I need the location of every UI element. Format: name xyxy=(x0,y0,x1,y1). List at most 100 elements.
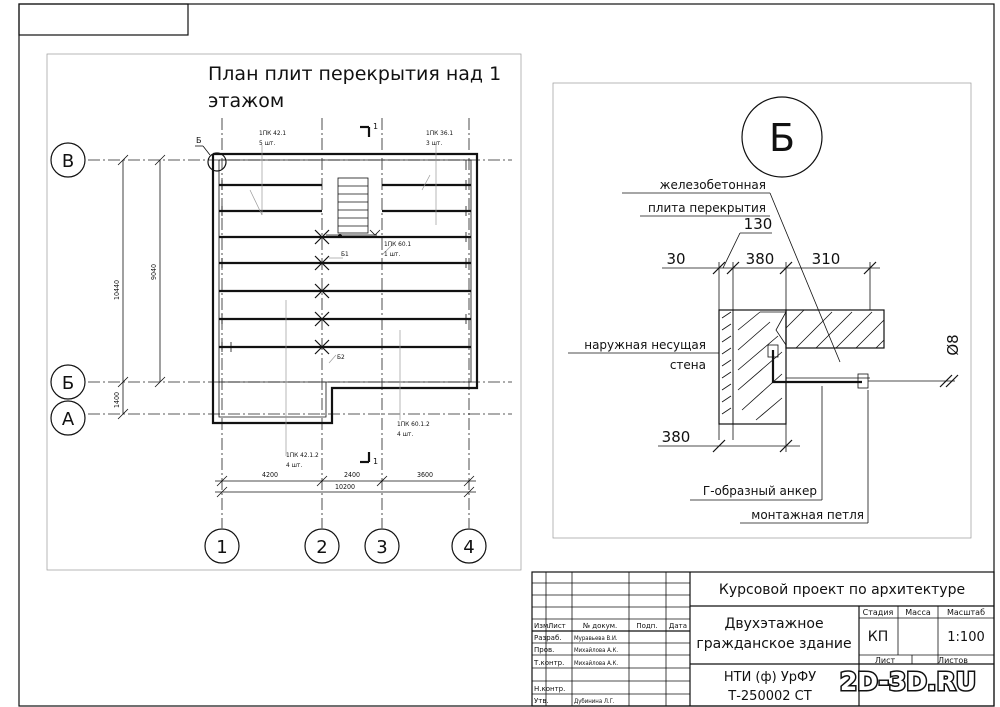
svg-text:2: 2 xyxy=(316,537,327,558)
sheet-frame xyxy=(18,3,995,707)
tb-row-nkontr: Н.контр. xyxy=(534,685,565,693)
axis-bubble-1: 1 xyxy=(204,528,240,564)
title-block xyxy=(531,571,995,707)
svg-text:10440: 10440 xyxy=(113,280,121,300)
svg-text:1400: 1400 xyxy=(113,392,121,408)
dim-310: 310 xyxy=(812,250,841,268)
tb-building-1: Двухэтажное xyxy=(724,616,823,632)
plan-title-line2: этажом xyxy=(208,90,284,112)
cross-marks xyxy=(314,229,342,355)
tb-col-sign: Подп. xyxy=(636,622,657,630)
mark-b1: Б1 xyxy=(341,250,349,258)
watermark-logo: 2D-3D.RU xyxy=(838,666,977,698)
wall-section xyxy=(718,309,787,425)
tb-row-tkontr: Т.контр. xyxy=(533,659,564,667)
tb-sheets-h: Листов xyxy=(938,656,968,665)
slab-section xyxy=(785,309,885,379)
tb-name-utv: Дубинина Л.Г. xyxy=(574,698,615,705)
label-pk60-2-qty: 4 шт. xyxy=(397,430,413,438)
axis-bubble-a: А xyxy=(50,400,86,436)
dim-380-top: 380 xyxy=(746,250,775,268)
dim-30: 30 xyxy=(666,250,685,268)
tb-org: НТИ (ф) УрФУ xyxy=(724,670,816,685)
axis-bubble-4: 4 xyxy=(451,528,487,564)
label-wall-1: наружная несущая xyxy=(584,338,706,352)
section-mark-bottom: 1 xyxy=(360,452,378,466)
svg-text:4200: 4200 xyxy=(262,471,278,479)
detail-dims-top: 30 380 310 xyxy=(662,250,880,440)
svg-text:В: В xyxy=(62,151,74,172)
svg-text:3600: 3600 xyxy=(417,471,433,479)
tb-name-prov: Михайлова А.К. xyxy=(574,647,618,654)
tb-name-tkontr: Михайлова А.К. xyxy=(574,660,618,667)
svg-text:1: 1 xyxy=(373,457,378,466)
tb-code: Т-250002 СТ xyxy=(727,689,811,704)
label-pk60-2: 1ПК 60.1.2 xyxy=(397,420,430,428)
label-slab-2: плита перекрытия xyxy=(648,201,766,215)
tb-scale-v: 1:100 xyxy=(947,630,984,645)
tb-col-list: Лист xyxy=(548,622,566,630)
tb-row-prov: Пров. xyxy=(534,646,554,654)
dim-130: 130 xyxy=(744,215,773,233)
tb-building-2: гражданское здание xyxy=(696,636,851,652)
label-slab-1: железобетонная xyxy=(660,178,766,192)
label-anchor: Г-образный анкер xyxy=(703,484,817,498)
label-pk42-top: 1ПК 42.1 xyxy=(259,129,286,137)
tb-col-date: Дата xyxy=(669,622,687,630)
label-pk36-qty: 3 шт. xyxy=(426,139,442,147)
label-pk42-2: 1ПК 42.1.2 xyxy=(286,451,319,459)
svg-text:2400: 2400 xyxy=(344,471,360,479)
svg-text:10200: 10200 xyxy=(335,483,355,491)
svg-text:1: 1 xyxy=(373,122,378,131)
building-outline xyxy=(211,152,479,425)
plan-panel xyxy=(46,53,522,571)
axis-bubble-3: 3 xyxy=(364,528,400,564)
label-pk42-top-qty: 5 шт. xyxy=(259,139,275,147)
svg-text:А: А xyxy=(62,409,75,430)
tb-col-izm: Изм. xyxy=(534,622,550,630)
slabs-right-bay xyxy=(382,160,471,242)
detail-panel xyxy=(552,82,972,539)
tb-sheet-h: Лист xyxy=(875,656,896,665)
axis-bubble-v: В xyxy=(50,142,86,178)
svg-text:2D-3D.RU: 2D-3D.RU xyxy=(840,667,976,696)
svg-text:Б: Б xyxy=(769,116,795,160)
leader-slab-arrow xyxy=(769,192,841,363)
slabs-long xyxy=(322,235,471,349)
svg-text:9040: 9040 xyxy=(150,264,158,280)
slab-leaders xyxy=(249,145,437,456)
svg-text:Б: Б xyxy=(196,136,202,145)
axis-bubble-b: Б xyxy=(50,364,86,400)
label-pk60-1-qty: 1 шт. xyxy=(384,250,400,258)
label-loop: монтажная петля xyxy=(751,508,864,522)
dim-380-bottom: 380 xyxy=(662,428,691,446)
detail-circle: Б xyxy=(741,96,823,178)
label-pk36: 1ПК 36.1 xyxy=(426,129,453,137)
svg-text:Б: Б xyxy=(62,373,74,394)
tb-scale-h: Масштаб xyxy=(947,608,985,617)
mark-b2: Б2 xyxy=(337,353,345,361)
section-mark-top: 1 xyxy=(360,122,378,137)
tb-course: Курсовой проект по архитектуре xyxy=(719,582,965,598)
label-pk42-2-qty: 4 шт. xyxy=(286,461,302,469)
svg-text:4: 4 xyxy=(463,537,474,558)
detail-dims-bottom: 380 xyxy=(658,424,800,453)
corner-stamp-box xyxy=(18,3,189,36)
label-pk60-1: 1ПК 60.1 xyxy=(384,240,411,248)
label-wall-2: стена xyxy=(670,358,706,372)
svg-text:3: 3 xyxy=(376,537,387,558)
tb-mass-h: Масса xyxy=(905,608,931,617)
tb-row-utv: Утв. xyxy=(534,697,549,705)
dim-vertical: 10440 9040 1400 xyxy=(113,154,166,420)
slabs-left-bay xyxy=(219,180,322,352)
tb-stage-v: КП xyxy=(868,629,888,645)
tb-col-doc: № докум. xyxy=(583,622,618,630)
tb-stage-h: Стадия xyxy=(863,608,894,617)
plan-title-line1: План плит перекрытия над 1 xyxy=(208,63,501,85)
dim-d8: Ø8 xyxy=(944,334,962,355)
tb-name-razrab: Муравьева В.И. xyxy=(574,635,618,642)
dim-horizontal: 4200 2400 3600 10200 xyxy=(215,471,476,498)
tb-row-razrab: Разраб. xyxy=(534,634,562,642)
anchor xyxy=(767,344,959,389)
